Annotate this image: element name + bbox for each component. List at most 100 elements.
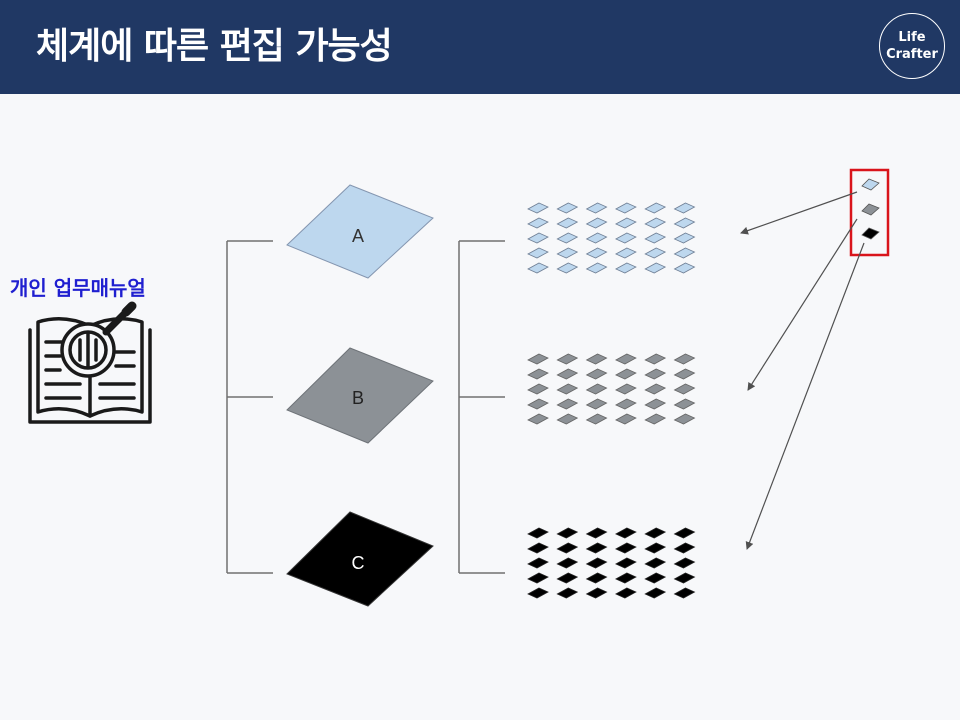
small-diamond-a bbox=[614, 202, 637, 214]
grid-c bbox=[527, 527, 696, 599]
logo-line-1: Life bbox=[898, 30, 926, 45]
arrow-to-grid-a bbox=[740, 191, 858, 235]
small-diamond-a bbox=[556, 232, 579, 244]
small-diamond-a bbox=[585, 262, 608, 274]
small-diamond-b bbox=[673, 383, 696, 395]
small-diamond-b bbox=[614, 398, 637, 410]
small-diamond-c bbox=[614, 557, 637, 569]
small-diamond-a bbox=[673, 232, 696, 244]
logo-line-2: Crafter bbox=[886, 47, 938, 62]
small-diamond-a bbox=[527, 217, 549, 229]
small-diamond-c bbox=[585, 542, 608, 554]
small-diamond-b bbox=[644, 383, 667, 395]
category-c-shape: C bbox=[286, 511, 434, 607]
small-diamond-c bbox=[527, 527, 549, 539]
small-diamond-a bbox=[585, 202, 608, 214]
small-diamond-c bbox=[556, 587, 579, 599]
small-diamond-b bbox=[673, 368, 696, 380]
grid-a bbox=[527, 202, 696, 274]
small-diamond-b bbox=[527, 413, 549, 425]
category-b-shape: B bbox=[286, 347, 434, 444]
small-diamond-c bbox=[614, 527, 637, 539]
secondary-bracket bbox=[458, 240, 505, 574]
small-diamond-b bbox=[614, 383, 637, 395]
category-a-shape: A bbox=[286, 184, 434, 279]
legend-shape-a bbox=[861, 178, 880, 191]
small-diamond-b bbox=[527, 368, 549, 380]
small-diamond-b bbox=[556, 368, 579, 380]
small-diamond-a bbox=[644, 232, 667, 244]
small-diamond-c bbox=[644, 542, 667, 554]
small-diamond-a bbox=[644, 262, 667, 274]
small-diamond-a bbox=[527, 247, 549, 259]
small-diamond-a bbox=[614, 247, 637, 259]
small-diamond-b bbox=[673, 353, 696, 365]
small-diamond-c bbox=[644, 557, 667, 569]
small-diamond-c bbox=[556, 527, 579, 539]
small-diamond-a bbox=[527, 202, 549, 214]
small-diamond-c bbox=[585, 572, 608, 584]
category-c-label: C bbox=[352, 553, 365, 573]
small-diamond-b bbox=[556, 398, 579, 410]
small-diamond-b bbox=[556, 383, 579, 395]
small-diamond-c bbox=[556, 557, 579, 569]
legend-highlight-box bbox=[849, 168, 890, 257]
small-diamond-b bbox=[527, 398, 549, 410]
small-diamond-b bbox=[644, 413, 667, 425]
small-diamond-a bbox=[614, 262, 637, 274]
small-diamond-a bbox=[673, 202, 696, 214]
small-diamond-a bbox=[673, 217, 696, 229]
arrow-to-grid-c bbox=[745, 242, 865, 550]
category-b-label: B bbox=[352, 388, 364, 408]
small-diamond-c bbox=[614, 542, 637, 554]
primary-bracket bbox=[226, 240, 273, 574]
small-diamond-a bbox=[527, 262, 549, 274]
small-diamond-c bbox=[673, 542, 696, 554]
small-diamond-a bbox=[556, 217, 579, 229]
small-diamond-a bbox=[644, 247, 667, 259]
small-diamond-b bbox=[585, 383, 608, 395]
small-diamond-c bbox=[644, 587, 667, 599]
small-diamond-b bbox=[585, 398, 608, 410]
small-diamond-c bbox=[644, 572, 667, 584]
small-diamond-b bbox=[585, 368, 608, 380]
legend-shape-c bbox=[861, 227, 880, 240]
small-diamond-a bbox=[556, 202, 579, 214]
small-diamond-b bbox=[614, 353, 637, 365]
small-diamond-b bbox=[614, 413, 637, 425]
small-diamond-a bbox=[527, 232, 549, 244]
small-diamond-b bbox=[585, 353, 608, 365]
small-diamond-a bbox=[614, 217, 637, 229]
page-title: 체계에 따른 편집 가능성 bbox=[36, 26, 393, 67]
small-diamond-c bbox=[527, 542, 549, 554]
header-bar: 체계에 따른 편집 가능성 Life Crafter bbox=[0, 0, 960, 94]
small-diamond-c bbox=[673, 557, 696, 569]
arrow-to-grid-b bbox=[747, 218, 858, 391]
small-diamond-a bbox=[585, 247, 608, 259]
small-diamond-b bbox=[644, 368, 667, 380]
small-diamond-a bbox=[673, 262, 696, 274]
small-diamond-c bbox=[585, 587, 608, 599]
legend-shape-b bbox=[861, 203, 880, 216]
small-diamond-c bbox=[585, 527, 608, 539]
small-diamond-c bbox=[527, 587, 549, 599]
small-diamond-a bbox=[585, 232, 608, 244]
life-crafter-logo: Life Crafter bbox=[879, 13, 945, 79]
small-diamond-b bbox=[556, 353, 579, 365]
small-diamond-a bbox=[585, 217, 608, 229]
small-diamond-c bbox=[585, 557, 608, 569]
category-a-label: A bbox=[352, 226, 364, 246]
small-diamond-b bbox=[527, 353, 549, 365]
small-diamond-c bbox=[673, 572, 696, 584]
small-diamond-b bbox=[556, 413, 579, 425]
small-diamond-c bbox=[644, 527, 667, 539]
small-diamond-b bbox=[644, 353, 667, 365]
small-diamond-b bbox=[673, 413, 696, 425]
small-diamond-a bbox=[556, 247, 579, 259]
small-diamond-a bbox=[673, 247, 696, 259]
small-diamond-b bbox=[527, 383, 549, 395]
manual-label: 개인 업무매뉴얼 bbox=[10, 276, 146, 300]
small-diamond-c bbox=[673, 527, 696, 539]
small-diamond-b bbox=[644, 398, 667, 410]
